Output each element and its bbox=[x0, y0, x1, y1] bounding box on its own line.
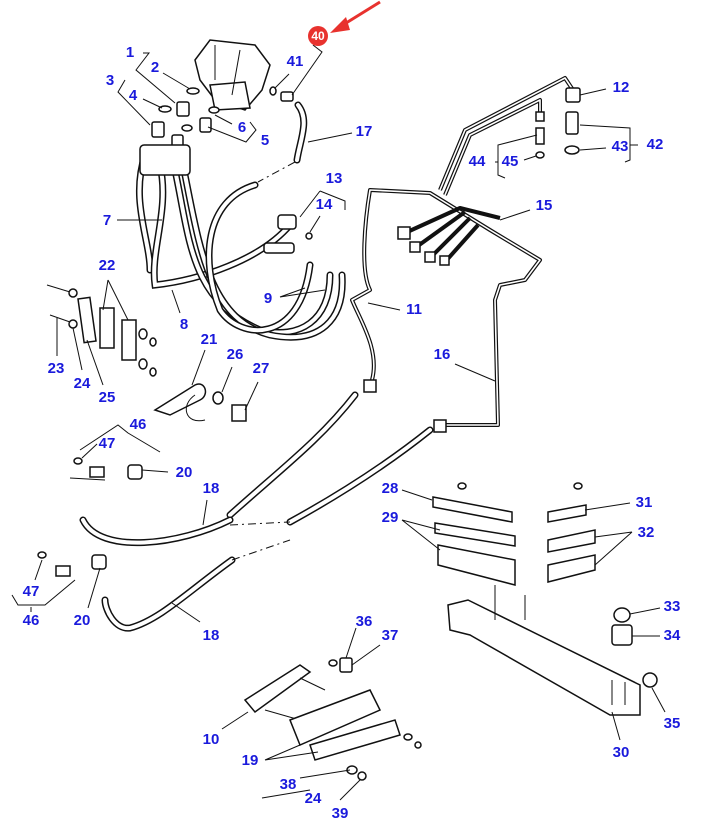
callout-20[interactable]: 20 bbox=[74, 612, 91, 629]
callout-16[interactable]: 16 bbox=[434, 346, 451, 363]
callout-15[interactable]: 15 bbox=[536, 197, 553, 214]
callout-22[interactable]: 22 bbox=[99, 257, 116, 274]
callout-13[interactable]: 13 bbox=[326, 170, 343, 187]
callout-24[interactable]: 24 bbox=[305, 790, 322, 807]
callout-32[interactable]: 32 bbox=[638, 524, 655, 541]
steel-pipes bbox=[350, 76, 581, 433]
callout-10[interactable]: 10 bbox=[203, 731, 220, 748]
callout-6[interactable]: 6 bbox=[238, 119, 246, 136]
callout-38[interactable]: 38 bbox=[280, 776, 297, 793]
callout-28[interactable]: 28 bbox=[382, 480, 399, 497]
callout-labels: 1 2 3 4 5 6 7 8 9 10 11 12 13 14 15 16 1… bbox=[23, 44, 681, 822]
callout-35[interactable]: 35 bbox=[664, 715, 681, 732]
callout-45[interactable]: 45 bbox=[502, 153, 519, 170]
callout-18[interactable]: 18 bbox=[203, 627, 220, 644]
callout-40: 40 bbox=[311, 29, 325, 43]
callout-30[interactable]: 30 bbox=[613, 744, 630, 761]
callout-39[interactable]: 39 bbox=[332, 805, 349, 822]
callout-37[interactable]: 37 bbox=[382, 627, 399, 644]
callout-31[interactable]: 31 bbox=[636, 494, 653, 511]
callout-14[interactable]: 14 bbox=[316, 196, 333, 213]
elbow-13 bbox=[263, 214, 313, 254]
callout-17[interactable]: 17 bbox=[356, 123, 373, 140]
callout-23[interactable]: 23 bbox=[48, 360, 65, 377]
callout-11[interactable]: 11 bbox=[406, 301, 422, 318]
callout-26[interactable]: 26 bbox=[227, 346, 244, 363]
callout-41[interactable]: 41 bbox=[287, 53, 304, 70]
clamp-assembly-right bbox=[432, 482, 658, 716]
callout-47[interactable]: 47 bbox=[23, 583, 40, 600]
callout-7[interactable]: 7 bbox=[103, 212, 111, 229]
callout-36[interactable]: 36 bbox=[356, 613, 373, 630]
callout-27[interactable]: 27 bbox=[253, 360, 270, 377]
hose-bundle bbox=[135, 101, 346, 341]
callout-18[interactable]: 18 bbox=[203, 480, 220, 497]
callout-33[interactable]: 33 bbox=[664, 598, 681, 615]
clamp-hardware-left bbox=[37, 284, 247, 577]
valve-block bbox=[194, 39, 271, 111]
callout-8[interactable]: 8 bbox=[180, 316, 188, 333]
callout-2[interactable]: 2 bbox=[151, 59, 159, 76]
callout-12[interactable]: 12 bbox=[613, 79, 630, 96]
callout-40-highlight[interactable]: 40 bbox=[308, 26, 328, 46]
callout-46[interactable]: 46 bbox=[130, 416, 147, 433]
callout-4[interactable]: 4 bbox=[129, 87, 138, 104]
callout-3[interactable]: 3 bbox=[106, 72, 114, 89]
callout-19[interactable]: 19 bbox=[242, 752, 259, 769]
callout-1[interactable]: 1 bbox=[126, 44, 134, 61]
callout-20[interactable]: 20 bbox=[176, 464, 193, 481]
callout-43[interactable]: 43 bbox=[612, 138, 629, 155]
callout-9[interactable]: 9 bbox=[264, 290, 272, 307]
callout-42[interactable]: 42 bbox=[647, 136, 664, 153]
callout-44[interactable]: 44 bbox=[469, 153, 486, 170]
callout-24[interactable]: 24 bbox=[74, 375, 91, 392]
hoses-18 bbox=[79, 391, 434, 632]
callout-34[interactable]: 34 bbox=[664, 627, 681, 644]
callout-46[interactable]: 46 bbox=[23, 612, 40, 629]
clamp-assembly-lower bbox=[243, 657, 422, 781]
callout-5[interactable]: 5 bbox=[261, 132, 269, 149]
callout-25[interactable]: 25 bbox=[99, 389, 116, 406]
highlight-arrow bbox=[330, 0, 381, 33]
callout-21[interactable]: 21 bbox=[201, 331, 218, 348]
callout-47[interactable]: 47 bbox=[99, 435, 116, 452]
leader-lines bbox=[11, 44, 666, 801]
callout-29[interactable]: 29 bbox=[382, 509, 399, 526]
